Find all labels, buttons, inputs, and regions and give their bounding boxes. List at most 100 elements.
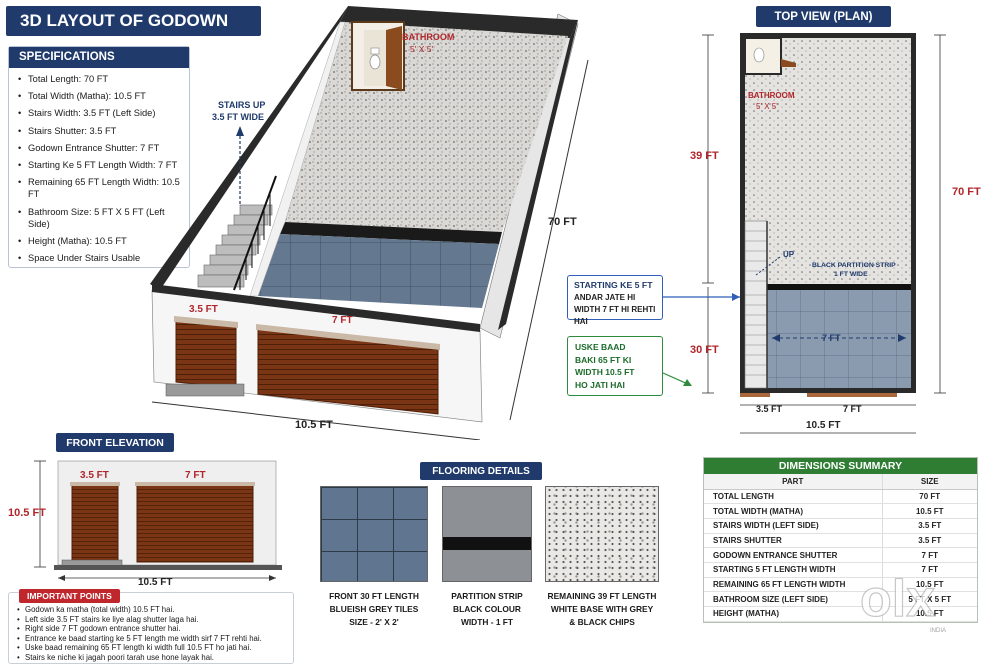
spec-item: Space Under Stairs Usable: [18, 252, 181, 264]
isometric-3d-view: BATHROOM 5' X 5' STAIRS UP 3.5 FT WIDE 7…: [150, 6, 589, 440]
plan-main-entrance: [807, 393, 897, 397]
stairs: [197, 204, 273, 288]
left-wall-inner: [249, 21, 346, 297]
plan-inner-width-label: 7 FT: [822, 333, 841, 343]
callout-green-line: USKE BAAD: [575, 342, 626, 352]
callout-green-line: HO JATI HAI: [575, 379, 625, 390]
plan-up-label: UP: [783, 250, 795, 259]
table-cell-part: STARTING 5 FT LENGTH WIDTH: [704, 562, 883, 578]
elevation-left-width: 3.5 FT: [80, 470, 109, 481]
plan-dim-10-5: 10.5 FT: [806, 420, 840, 431]
partition-strip: [280, 222, 502, 244]
chips-swatch: [545, 486, 659, 582]
table-row: BATHROOM SIZE (LEFT SIDE)5 FT X 5 FT: [704, 591, 977, 607]
spec-item: Starting Ke 5 FT Length Width: 7 FT: [18, 159, 181, 171]
stair-railing: [233, 175, 277, 291]
iso-bathroom-label: BATHROOM: [402, 32, 454, 42]
table-cell-size: 3.5 FT: [882, 533, 977, 549]
callout-green-line: BAKI 65 FT KI: [575, 354, 632, 365]
plan-toilet-icon: [753, 47, 765, 63]
plan-bathroom-label: BATHROOM: [748, 91, 795, 100]
plan-dim-7: 7 FT: [843, 404, 862, 414]
table-cell-part: BATHROOM SIZE (LEFT SIDE): [704, 591, 883, 607]
table-cell-part: REMAINING 65 FT LENGTH WIDTH: [704, 577, 883, 593]
plan-chips-floor: [745, 38, 911, 284]
table-cell-size: 7 FT: [882, 562, 977, 578]
elevation-right-width: 7 FT: [185, 470, 206, 481]
stairs-wide-label: 3.5 FT WIDE: [212, 112, 264, 122]
specifications-list: Total Length: 70 FT Total Width (Matha):…: [9, 68, 189, 265]
table-row: TOTAL WIDTH (MATHA)10.5 FT: [704, 503, 977, 519]
spec-item: Total Width (Matha): 10.5 FT: [18, 90, 181, 102]
table-cell-size: 10.5 FT: [882, 577, 977, 593]
table-cell-part: HEIGHT (MATHA): [704, 606, 883, 622]
page-title: 3D LAYOUT OF GODOWN: [6, 6, 261, 36]
table-cell-size: 70 FT: [882, 489, 977, 505]
table-cell-part: TOTAL WIDTH (MATHA): [704, 503, 883, 519]
table-cell-part: STAIRS WIDTH (LEFT SIDE): [704, 518, 883, 534]
table-cell-size: 3.5 FT: [882, 518, 977, 534]
dimensions-summary-heading: DIMENSIONS SUMMARY: [704, 458, 977, 474]
spec-item: Godown Entrance Shutter: 7 FT: [18, 142, 181, 154]
plan-dim-70: 70 FT: [952, 186, 981, 198]
svg-text:INDIA: INDIA: [930, 628, 946, 634]
important-point: Left side 3.5 FT stairs ke liye alag shu…: [17, 615, 287, 625]
important-point: Uske baad remaining 65 FT length ki widt…: [17, 643, 287, 653]
important-point: Godown ka matha (total width) 10.5 FT ha…: [17, 605, 287, 615]
tiles-swatch: [320, 486, 428, 582]
plan-tiles-floor: [767, 290, 911, 388]
important-points-panel: IMPORTANT POINTS Godown ka matha (total …: [8, 589, 294, 664]
flooring-caption-tiles: FRONT 30 FT LENGTH BLUEISH GREY TILES SI…: [329, 591, 419, 627]
callout-blue-title: STARTING KE 5 FT: [574, 280, 653, 290]
flooring-heading: FLOORING DETAILS: [420, 462, 542, 480]
iso-bathroom-size: 5' X 5': [410, 44, 433, 54]
front-elevation-heading: FRONT ELEVATION: [56, 433, 174, 452]
specifications-panel: SPECIFICATIONS Total Length: 70 FT Total…: [8, 46, 190, 268]
important-point: Entrance ke baad starting ke 5 FT length…: [17, 634, 287, 644]
elevation-total-width: 10.5 FT: [138, 577, 172, 588]
column-header-part: PART: [704, 474, 883, 490]
elevation-height: 10.5 FT: [8, 507, 46, 519]
elevation-stair-shutter: [71, 483, 119, 563]
table-cell-size: 10.5 FT: [882, 606, 977, 622]
column-header-size: SIZE: [882, 474, 977, 490]
spec-item: Stairs Shutter: 3.5 FT: [18, 125, 181, 137]
spec-item: Total Length: 70 FT: [18, 73, 181, 85]
dimensions-summary-panel: DIMENSIONS SUMMARY PART SIZE TOTAL LENGT…: [703, 457, 978, 623]
plan-stairs: [744, 220, 768, 389]
important-points-list: Godown ka matha (total width) 10.5 FT ha…: [9, 593, 293, 663]
plan-partition-strip: [745, 284, 911, 290]
callout-blue-line: ANDAR JATE HI: [574, 293, 636, 302]
table-header-row: PART SIZE: [704, 474, 977, 490]
spec-item: Bathroom Size: 5 FT X 5 FT (Left Side): [18, 206, 181, 230]
top-view-plan: BATHROOM 5' X 5' UP BLACK PARTITION STRI…: [662, 33, 981, 434]
callout-green-line: WIDTH 10.5 FT: [575, 367, 635, 377]
table-cell-part: STAIRS SHUTTER: [704, 533, 883, 549]
iso-stair-shutter-label: 3.5 FT: [189, 304, 218, 315]
plan-dim-30: 30 FT: [690, 344, 719, 356]
flooring-caption-chips: REMAINING 39 FT LENGTH WHITE BASE WITH G…: [547, 591, 657, 627]
plan-dim-39: 39 FT: [690, 150, 719, 162]
spec-item: Stairs Width: 3.5 FT (Left Side): [18, 107, 181, 119]
tiles-floor: [258, 234, 499, 308]
table-cell-size: 10.5 FT: [882, 503, 977, 519]
olx-watermark-logo: olx INDIA: [859, 569, 946, 634]
important-points-heading: IMPORTANT POINTS: [19, 589, 120, 603]
important-point: Stairs ke niche ki jagah poori tarah use…: [17, 653, 287, 663]
stairs-up-label: STAIRS UP: [218, 100, 265, 110]
important-point: Right side 7 FT godown entrance shutter …: [17, 624, 287, 634]
plan-partition-width-label: 1 FT WIDE: [834, 271, 868, 278]
width-dim-line: [151, 401, 481, 440]
step-block: [165, 383, 245, 397]
plan-bathroom-size: 5' X 5': [756, 102, 778, 111]
stair-shutter: [175, 317, 237, 389]
table-cell-part: GODOWN ENTRANCE SHUTTER: [704, 547, 883, 563]
table-row: HEIGHT (MATHA)10.5 FT: [704, 606, 977, 622]
table-row: STAIRS WIDTH (LEFT SIDE)3.5 FT: [704, 518, 977, 534]
right-wall-top: [498, 20, 578, 330]
